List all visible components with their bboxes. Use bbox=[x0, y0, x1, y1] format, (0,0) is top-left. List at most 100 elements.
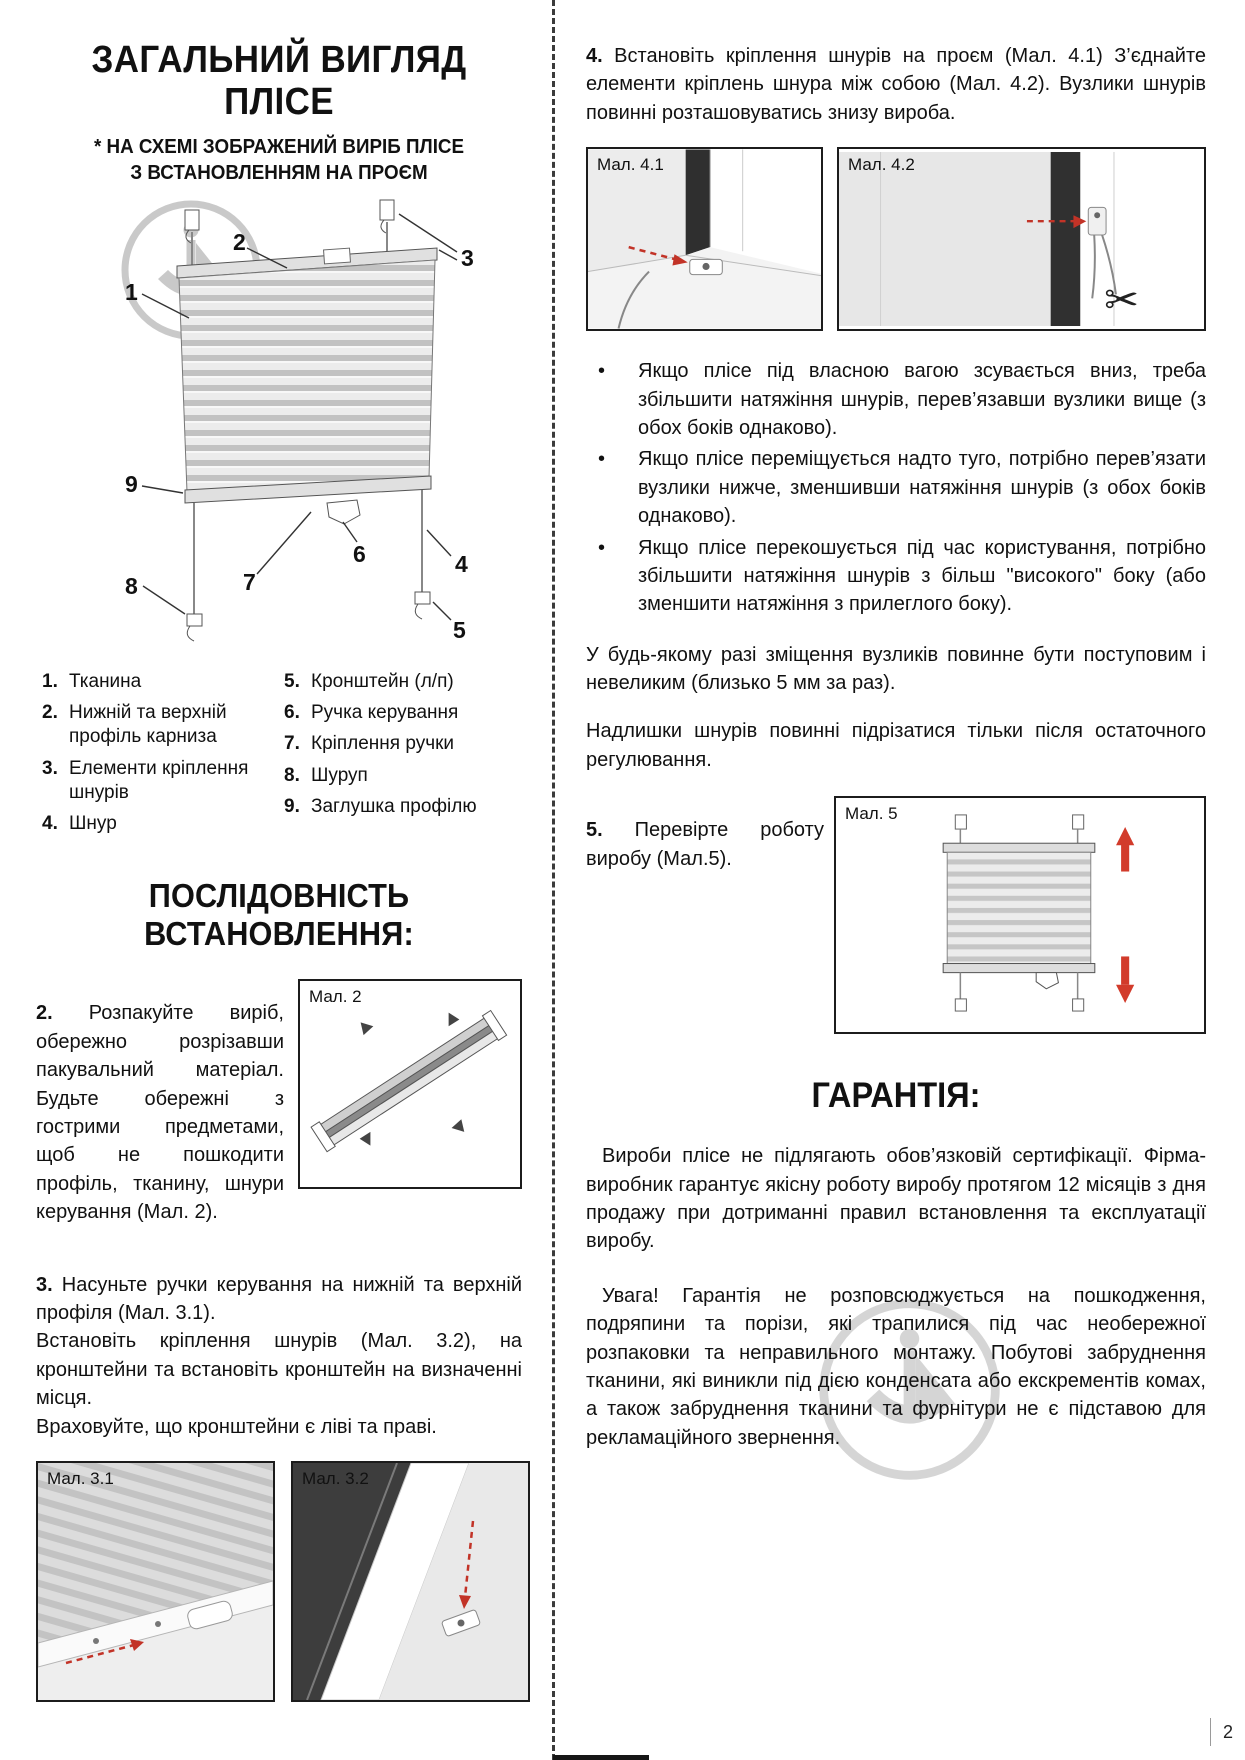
figure-4-2-illustration: ✂ bbox=[839, 152, 1204, 327]
callout-leader-lines bbox=[141, 213, 458, 621]
page-title-line1: ЗАГАЛЬНИЙ ВИГЛЯД bbox=[91, 39, 467, 81]
handle-shape bbox=[187, 1600, 233, 1630]
step-4-text: Встановіть кріплення шнурів на проєм (Ма… bbox=[586, 45, 1206, 124]
column-divider bbox=[552, 0, 555, 1760]
diagram-legend: 1. Тканина 2. Нижній та верхній профіль ка… bbox=[36, 670, 522, 844]
callout-9: 9 bbox=[125, 471, 138, 497]
legend-item-number: 3. bbox=[42, 757, 58, 779]
cord-clip-shape bbox=[1087, 207, 1107, 236]
pleated-fabric bbox=[946, 852, 1092, 965]
legend-item-number: 6. bbox=[284, 701, 300, 723]
legend-item-number: 9. bbox=[284, 795, 300, 817]
callout-2: 2 bbox=[233, 229, 246, 255]
legend-item-text: Елементи кріплення шнурів bbox=[69, 757, 249, 803]
adjustment-bullet-list: Якщо плісе під власною вагою зсувається … bbox=[586, 357, 1206, 619]
brand-watermark bbox=[812, 1292, 1007, 1487]
step-5-text: Перевірте роботу виробу (Мал.5). bbox=[586, 819, 824, 870]
legend-item-text: Ручка керування bbox=[311, 701, 459, 723]
figures-4-row: Мал. 4.1 Мал. 4.2 bbox=[586, 147, 1206, 332]
page-subtitle-line1: * НА СХЕМІ ЗОБРАЖЕНИЙ ВИРІБ ПЛІСЕ bbox=[93, 135, 465, 158]
step-5-number: 5. bbox=[586, 819, 603, 842]
step-4-number: 4. bbox=[586, 45, 603, 67]
legend-item-text: Нижній та верхній профіль карниза bbox=[69, 701, 227, 748]
figure-3-1-label: Мал. 3.1 bbox=[47, 1468, 114, 1488]
legend-column-1: 1. Тканина 2. Нижній та верхній профіль ка… bbox=[42, 670, 274, 844]
brand-logo-icon bbox=[819, 1299, 1000, 1480]
control-handle bbox=[1035, 972, 1059, 990]
cord-line bbox=[617, 271, 650, 329]
legend-item: 8. Шуруп bbox=[284, 764, 516, 788]
note-paragraph-2: Надлишки шнурів повинні підрізатися тіль… bbox=[586, 720, 1206, 771]
red-dashed-arrow-icon bbox=[628, 246, 676, 261]
legend-item-text: Кріплення ручки bbox=[311, 733, 455, 755]
pleated-fabric bbox=[178, 259, 436, 493]
step-3-line1: Насуньте ручки керування на нижній та ве… bbox=[36, 1273, 522, 1324]
figure-2: Мал. 2 bbox=[298, 979, 522, 1190]
step-4-paragraph: 4. Встановіть кріплення шнурів на проєм … bbox=[586, 42, 1206, 127]
figure-4-1-illustration bbox=[588, 149, 821, 329]
warranty-paragraph-1: Вироби плісе не підлягають обов’язковій … bbox=[586, 1145, 1206, 1253]
red-dashed-arrow-icon bbox=[65, 1643, 135, 1665]
figure-2-illustration bbox=[310, 1010, 508, 1153]
figure-3-1-illustration bbox=[38, 1462, 273, 1700]
figure-4-2-label: Мал. 4.2 bbox=[848, 155, 915, 175]
step-2-paragraph: 2. Розпакуйте виріб, обережно розрізавши… bbox=[36, 999, 284, 1226]
bullet-item: Якщо плісе переміщується надто туго, пот… bbox=[586, 445, 1206, 530]
red-dashed-arrow-icon bbox=[463, 1520, 475, 1598]
legend-item-number: 2. bbox=[42, 701, 58, 723]
scissors-icon: ✂ bbox=[1104, 276, 1139, 323]
note-paragraph-1: У будь-якому разі зміщення вузликів пови… bbox=[586, 643, 1206, 695]
legend-item-text: Заглушка профілю bbox=[311, 795, 477, 817]
legend-item-text: Тканина bbox=[69, 670, 142, 692]
legend-item: 6. Ручка керування bbox=[284, 701, 516, 725]
legend-item-number: 1. bbox=[42, 670, 58, 692]
page-subtitle-line2: З ВСТАНОВЛЕННЯМ НА ПРОЄМ bbox=[130, 161, 428, 184]
control-handle bbox=[326, 499, 361, 525]
figure-3-2-illustration bbox=[293, 1462, 528, 1700]
figure-2-label: Мал. 2 bbox=[309, 987, 362, 1007]
notes-section: У будь-якому разі зміщення вузликів пови… bbox=[586, 641, 1206, 775]
legend-item-number: 8. bbox=[284, 764, 300, 786]
step-3-line2: Встановіть кріплення шнурів (Мал. 3.2), … bbox=[36, 1330, 522, 1410]
legend-item: 1. Тканина bbox=[42, 670, 274, 694]
bottom-profile bbox=[942, 963, 1096, 974]
unpack-arrows-icon bbox=[359, 1013, 465, 1147]
figures-3-row: Мал. 3.1 Мал bbox=[36, 1460, 530, 1702]
callout-1: 1 bbox=[125, 279, 138, 305]
step-3-line3: Враховуйте, що кронштейни є ліві та прав… bbox=[36, 1415, 437, 1438]
blind-diagram-illustration: 1 2 3 4 5 6 7 8 9 bbox=[121, 199, 474, 643]
figure-4-1-label: Мал. 4.1 bbox=[597, 155, 664, 175]
legend-column-2: 5.Кронштейн (л/п) 6.Ручка керування 7.Кр… bbox=[284, 670, 516, 844]
step-2-section: 2. Розпакуйте виріб, обережно розрізавши… bbox=[36, 979, 522, 1246]
page-title: ЗАГАЛЬНИЙ ВИГЛЯД ПЛІСЕ bbox=[55, 39, 502, 124]
figure-3-2-label: Мал. 3.2 bbox=[302, 1468, 369, 1488]
step-3-paragraph: 3. Насуньте ручки керування на нижній та… bbox=[36, 1271, 522, 1441]
right-column: 4. Встановіть кріплення шнурів на проєм … bbox=[586, 0, 1206, 1472]
blind-overview-diagram: 1 2 3 4 5 6 7 8 9 bbox=[36, 190, 522, 668]
cord-fixing-clips-top bbox=[184, 199, 395, 244]
warranty-heading: ГАРАНТІЯ: bbox=[811, 1076, 981, 1116]
bullet-item: Якщо плісе під власною вагою зсувається … bbox=[586, 357, 1206, 442]
warranty-paragraph-2: Увага! Гарантія не розповсюджується на п… bbox=[586, 1284, 1206, 1449]
legend-item: 5.Кронштейн (л/п) bbox=[284, 670, 516, 694]
legend-item-text: Шнур bbox=[69, 813, 117, 835]
callout-3: 3 bbox=[461, 245, 474, 271]
legend-item: 3. Елементи кріплення шнурів bbox=[42, 757, 274, 806]
red-up-down-arrows-icon bbox=[1116, 827, 1135, 1004]
bottom-profile bbox=[184, 475, 432, 504]
page-title-line2: ПЛІСЕ bbox=[224, 80, 334, 123]
callout-8: 8 bbox=[125, 573, 138, 599]
figure-5-label: Мал. 5 bbox=[845, 804, 898, 824]
callout-7: 7 bbox=[243, 569, 256, 595]
legend-item: 4.Шнур bbox=[42, 812, 274, 836]
legend-item-number: 5. bbox=[284, 670, 300, 692]
figure-3-1: Мал. 3.1 bbox=[36, 1460, 275, 1702]
callout-6: 6 bbox=[353, 541, 366, 567]
callout-5: 5 bbox=[453, 617, 466, 643]
footer-mark bbox=[553, 1755, 649, 1760]
step-2-number: 2. bbox=[36, 1002, 53, 1025]
page-subtitle: * НА СХЕМІ ЗОБРАЖЕНИЙ ВИРІБ ПЛІСЕ З ВСТА… bbox=[51, 134, 508, 186]
legend-item-text: Шуруп bbox=[311, 764, 368, 786]
figure-5-illustration bbox=[942, 814, 1135, 1012]
callout-4: 4 bbox=[455, 551, 468, 577]
